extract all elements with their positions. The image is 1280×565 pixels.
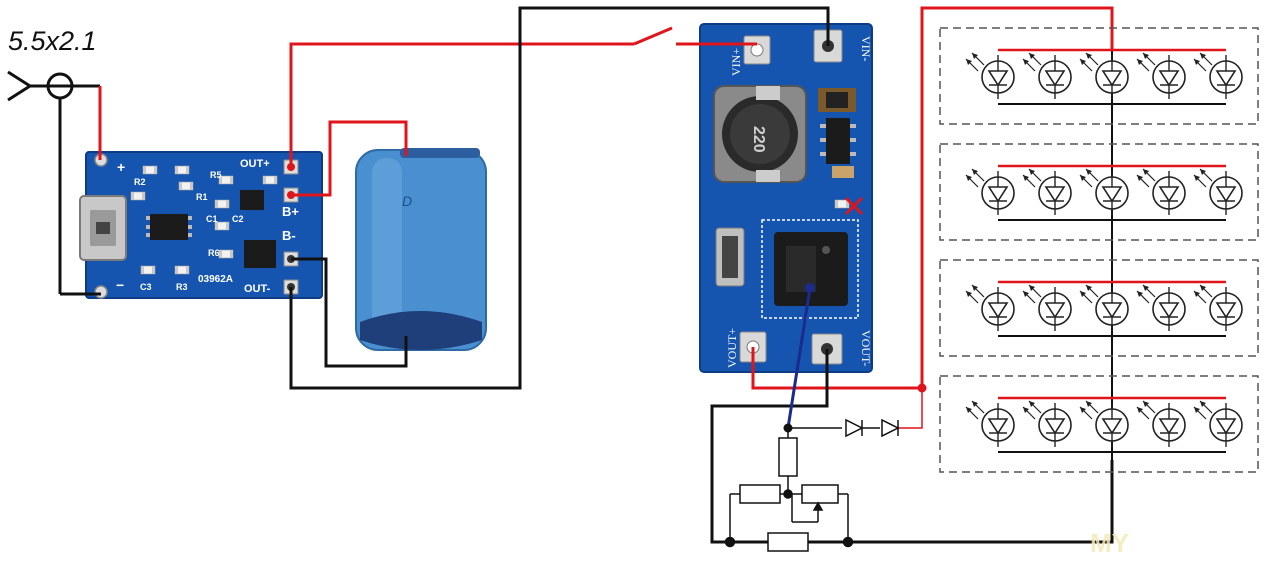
connector-size-label: 5.5x2.1 [8,26,97,56]
led-icon [1136,400,1186,448]
boost-ic [826,118,850,164]
svg-text:−: − [116,277,124,293]
power-switch [633,26,673,46]
led-icon [1193,168,1243,216]
svg-text:C1: C1 [206,214,218,224]
removed-part-x-mark [844,196,864,216]
svg-text:C2: C2 [232,214,244,224]
led-icon [1136,168,1186,216]
led-icon [1193,400,1243,448]
svg-text:R5: R5 [210,170,222,180]
led-row [939,143,1259,241]
watermark: MY [1090,528,1129,558]
wire-feedback [786,287,812,429]
resistor-r-left [739,484,781,504]
resistor-r-bottom [767,532,809,552]
battery-marking: D [402,193,412,209]
led-row [939,27,1259,125]
wire-battery-negative [291,257,408,368]
diode-2 [881,418,900,438]
svg-text:VIN+: VIN+ [729,48,743,76]
svg-text:R6: R6 [208,248,220,258]
led-icon [1079,284,1129,332]
led-icon [1079,168,1129,216]
svg-text:R1: R1 [196,192,208,202]
led-icon [1193,52,1243,100]
svg-text:R3: R3 [176,282,188,292]
led-row [939,259,1259,357]
led-icon [965,284,1015,332]
svg-text:VIN-: VIN- [859,36,873,61]
led-row [939,375,1259,473]
svg-text:VOUT-: VOUT- [859,330,873,366]
svg-text:OUT+: OUT+ [240,158,270,170]
led-icon [1022,284,1072,332]
svg-text:03962A: 03962A [198,274,233,285]
led-icon [965,400,1015,448]
svg-text:B+: B+ [282,204,299,219]
battery-cell: D [355,148,487,351]
led-icon [1079,52,1129,100]
svg-text:220: 220 [750,126,767,153]
inductor: 220 [713,85,807,183]
led-panel [939,27,1259,473]
led-icon [965,168,1015,216]
wire-battery-positive [291,120,408,197]
svg-text:C3: C3 [140,282,152,292]
led-icon [965,52,1015,100]
resistor-r-top [778,437,798,477]
svg-text:B-: B- [282,228,296,243]
led-icon [1022,168,1072,216]
led-icon [1136,52,1186,100]
wire-vout-negative [710,349,1114,544]
wire-diode-feed [898,388,923,429]
protection-ic [244,240,276,268]
diode-1 [845,418,864,438]
wire-vout-positive [751,6,1114,390]
charger-board: + − R2 R1 R5 C1 C2 R6 C3 R3 03962A OUT+ [79,151,323,299]
wire-out-minus-to-vin-minus [289,6,830,390]
led-icon [1022,52,1072,100]
svg-text:VOUT+: VOUT+ [725,328,739,368]
pad-in-minus [94,285,108,299]
dc-jack-symbol: 5.5x2.1 [7,26,100,294]
boost-board: VIN+ VIN- 220 [699,23,873,373]
led-icon [1136,284,1186,332]
wires [60,6,1114,544]
svg-text:+: + [117,159,125,175]
charger-ic [150,214,188,240]
svg-text:OUT-: OUT- [244,283,271,295]
feedback-network [724,418,900,552]
led-icon [1022,400,1072,448]
led-icon [1193,284,1243,332]
svg-text:R2: R2 [134,177,146,187]
potentiometer [801,484,839,504]
led-icon [1079,400,1129,448]
